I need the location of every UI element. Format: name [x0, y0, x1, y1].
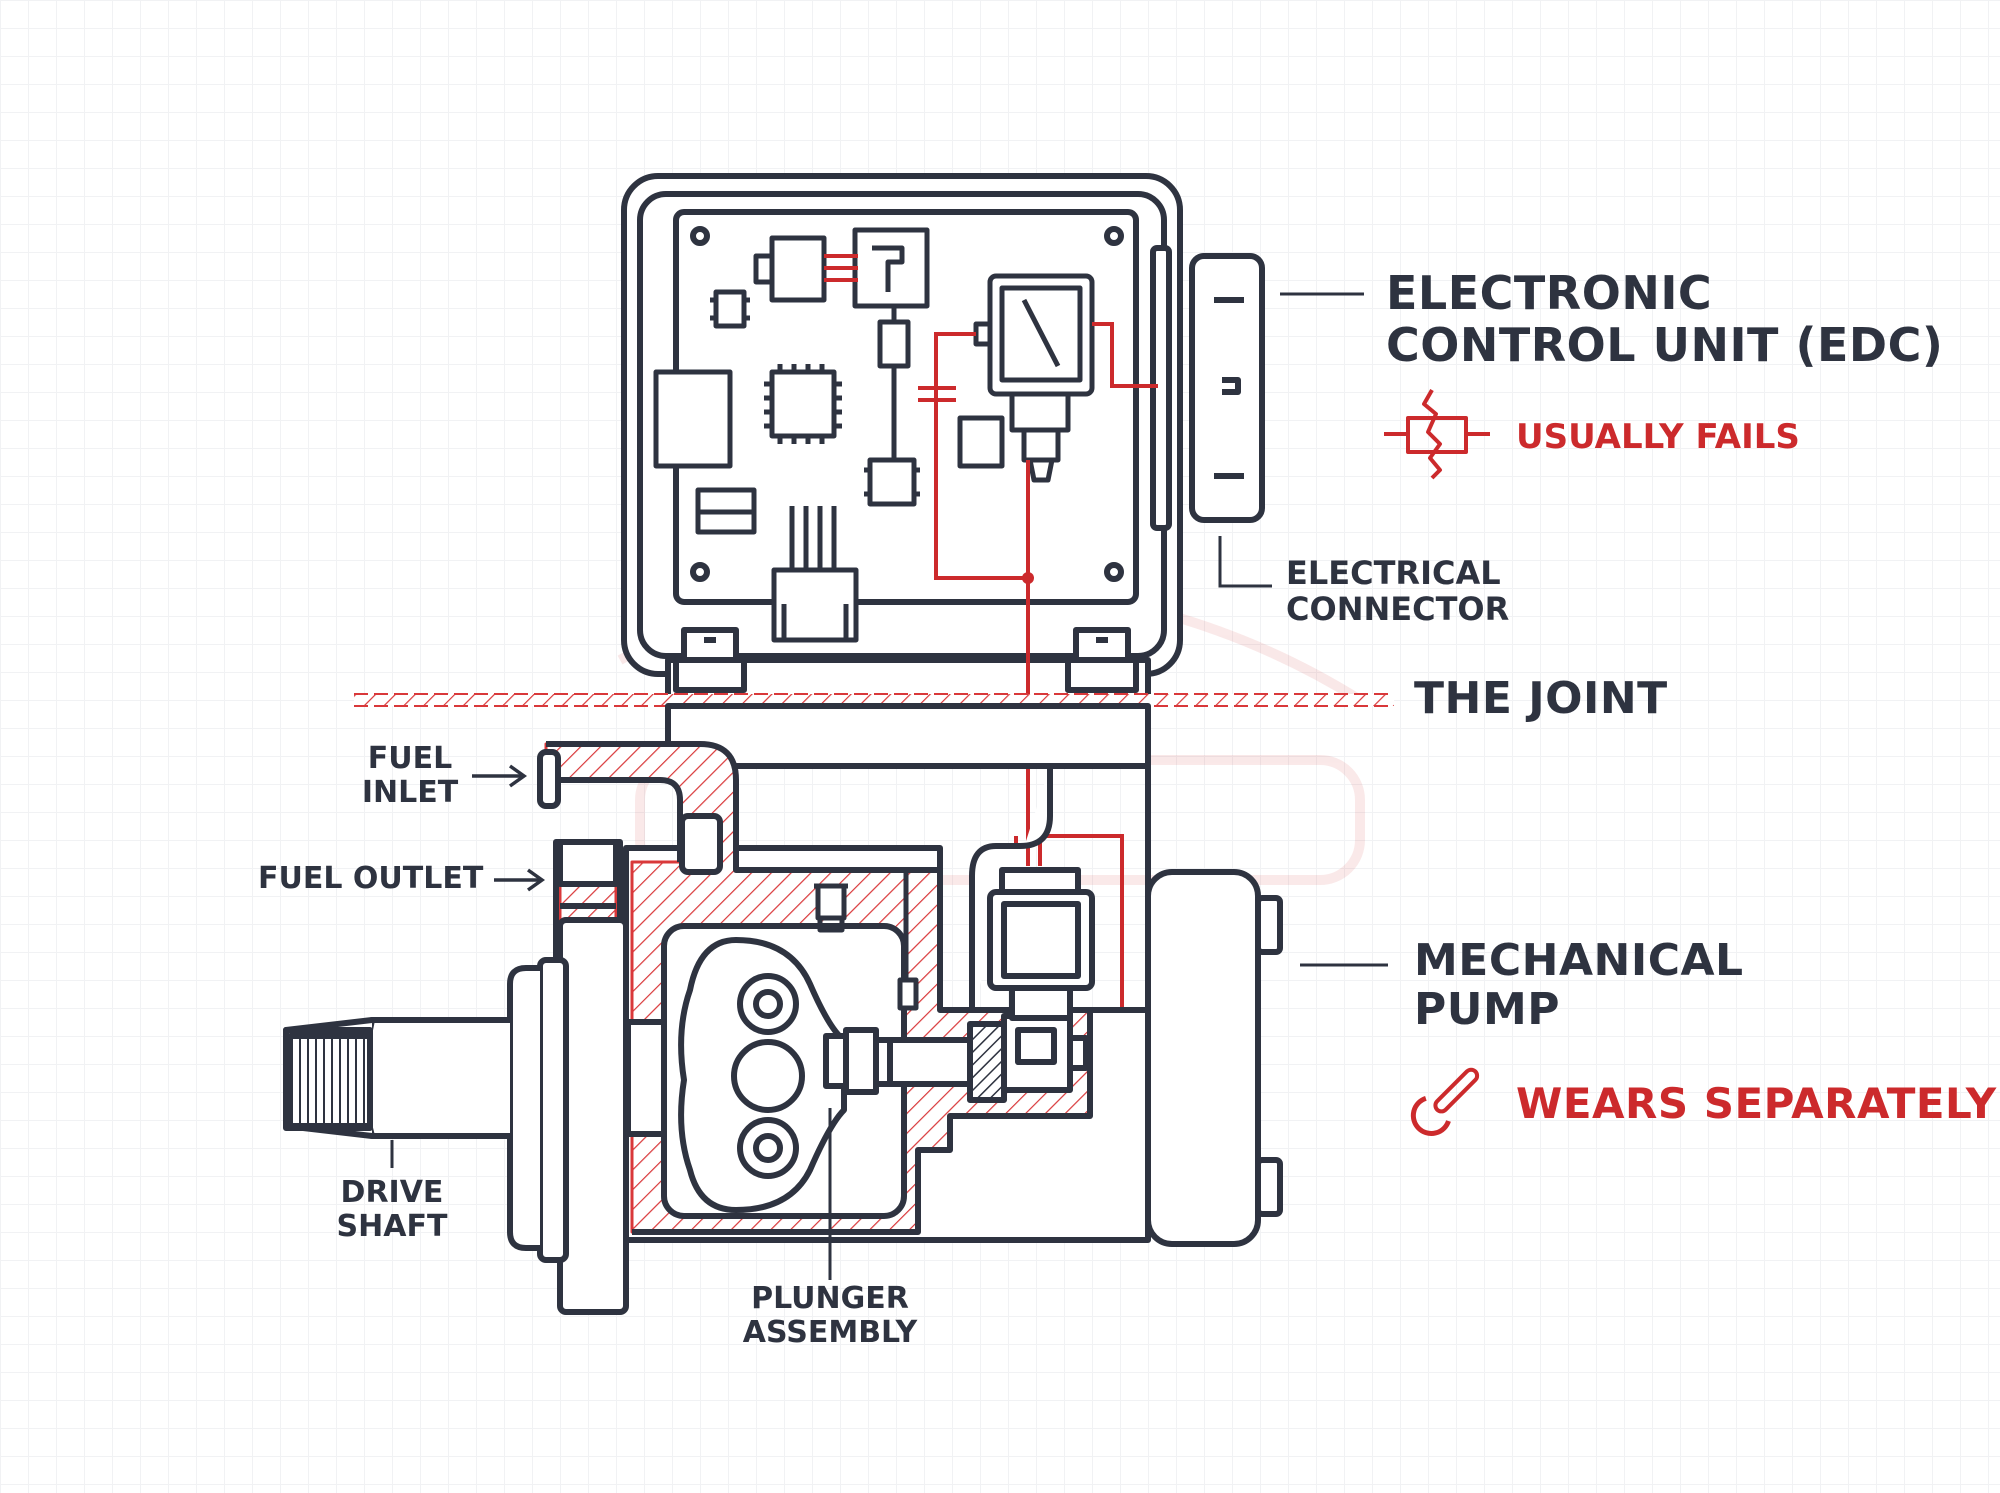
fuel-outlet-arrow — [494, 868, 546, 892]
label-fuel-inlet: Fuel Inlet — [354, 742, 466, 809]
label-plunger-assembly-line1: Plunger — [751, 1281, 909, 1316]
label-ecu: Electronic Control Unit (EDC) — [1386, 266, 1944, 372]
label-mechanical-pump: Mechanical Pump — [1414, 936, 1744, 1035]
label-electrical-connector-line1: Electrical — [1286, 554, 1501, 592]
label-usually-fails: Usually Fails — [1516, 417, 1800, 457]
label-ecu-line2: Control Unit (EDC) — [1386, 317, 1944, 372]
label-fuel-outlet: Fuel Outlet — [258, 861, 484, 896]
label-fuel-inlet-line1: Fuel — [367, 741, 453, 776]
electrical-connector-shape — [1189, 253, 1265, 523]
leader-lines — [390, 292, 1388, 1168]
label-drive-shaft-line2: Shaft — [336, 1208, 448, 1244]
label-electrical-connector-line2: Connector — [1286, 589, 1510, 628]
pump-solenoid — [987, 867, 1095, 1021]
label-electrical-connector: Electrical Connector — [1286, 554, 1510, 628]
label-the-joint: The Joint — [1414, 673, 1668, 724]
wire-junction — [1022, 572, 1034, 584]
label-mechanical-pump-line2: Pump — [1414, 984, 1561, 1036]
label-wears-separately: Wears Separately — [1516, 1079, 1997, 1128]
label-fuel-inlet-line2: Inlet — [361, 774, 459, 810]
label-drive-shaft-line1: Drive — [340, 1175, 444, 1210]
label-drive-shaft: Drive Shaft — [326, 1176, 458, 1243]
label-plunger-assembly: Plunger Assembly — [726, 1282, 934, 1349]
label-plunger-assembly-line2: Assembly — [742, 1314, 918, 1350]
ecu-components — [653, 227, 1095, 643]
plunger-assembly — [625, 923, 1089, 1219]
fuel-inlet-arrow — [472, 764, 528, 788]
label-mechanical-pump-line1: Mechanical — [1414, 935, 1744, 986]
label-ecu-line1: Electronic — [1386, 266, 1713, 320]
broken-circuit-icon — [1384, 389, 1490, 480]
check-valve — [814, 870, 919, 1011]
drive-shaft-assembly — [283, 917, 629, 1315]
fuel-passage-outline — [546, 741, 1093, 1235]
wrench-icon — [1410, 1067, 1480, 1136]
